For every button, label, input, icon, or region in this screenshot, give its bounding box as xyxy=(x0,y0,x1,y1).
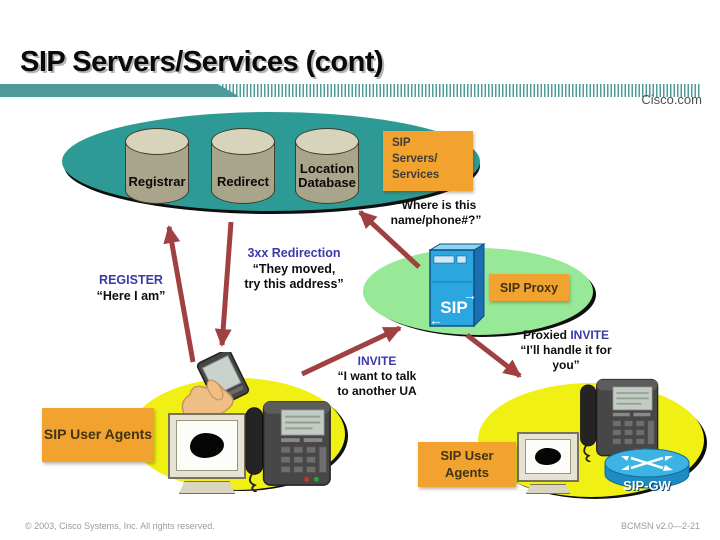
invite-text: INVITE “I want to talk to another UA xyxy=(318,354,436,399)
screen-blob xyxy=(189,432,225,459)
database-label: Location Database xyxy=(298,161,356,191)
header-stripe-bar xyxy=(222,84,700,97)
desktop-computer-icon xyxy=(168,413,246,494)
monitor-base xyxy=(525,484,571,494)
desktop-computer-icon xyxy=(517,432,579,494)
proxied-invite-keyword: Proxied INVITE xyxy=(522,328,610,342)
pda-in-hand-icon xyxy=(181,352,250,418)
sip-logo: SIP xyxy=(425,288,483,327)
header-solid-bar xyxy=(0,84,240,97)
proxied-invite-text: Proxied INVITE “I’ll handle it for you” xyxy=(502,328,630,373)
monitor-screen xyxy=(176,420,238,471)
label-line: SIP xyxy=(392,137,411,149)
cylinder-top xyxy=(211,128,275,155)
screen-blob xyxy=(535,447,561,466)
user-agents-left-label-box: SIP User Agents xyxy=(42,408,154,462)
ip-phone-icon xyxy=(245,401,331,492)
sip-gateway-router-icon: SIP-GW xyxy=(603,448,691,494)
where-query-text: “Where is this name/phone#?” xyxy=(390,198,482,227)
ip-phone-icon xyxy=(580,378,659,462)
location-database-icon: Location Database xyxy=(295,128,359,204)
invite-keyword: INVITE xyxy=(357,354,397,368)
page-title: SIP Servers/Services (cont) xyxy=(20,46,384,78)
copyright-text: © 2003, Cisco Systems, Inc. All rights r… xyxy=(25,521,215,531)
router-body xyxy=(604,448,690,489)
cisco-brand: Cisco.com xyxy=(641,92,702,107)
redirect-database-icon: Redirect xyxy=(211,128,275,204)
user-agents-right-label-box: SIP User Agents xyxy=(418,442,516,487)
course-code-text: BCMSN v2.0—2-21 xyxy=(620,521,700,531)
cylinder-top xyxy=(125,128,189,155)
monitor-screen xyxy=(525,439,571,474)
database-label: Registrar xyxy=(128,174,186,189)
monitor-base xyxy=(178,481,236,494)
label-line: Services xyxy=(392,169,440,182)
sip-proxy-label-box: SIP Proxy xyxy=(489,274,569,301)
label-line: Servers/ xyxy=(392,153,438,166)
cylinder-top xyxy=(295,128,359,155)
register-text: REGISTER “Here I am” xyxy=(74,273,188,304)
redirection-keyword: 3xx Redirection xyxy=(247,246,341,260)
redirection-text: 3xx Redirection “They moved, try this ad… xyxy=(226,246,362,293)
gateway-label: SIP-GW xyxy=(623,478,671,493)
database-label: Redirect xyxy=(216,174,270,189)
register-keyword: REGISTER xyxy=(99,273,163,287)
sip-servers-label-box: SIP Servers/ Services xyxy=(383,131,473,191)
registrar-database-icon: Registrar xyxy=(125,128,189,204)
